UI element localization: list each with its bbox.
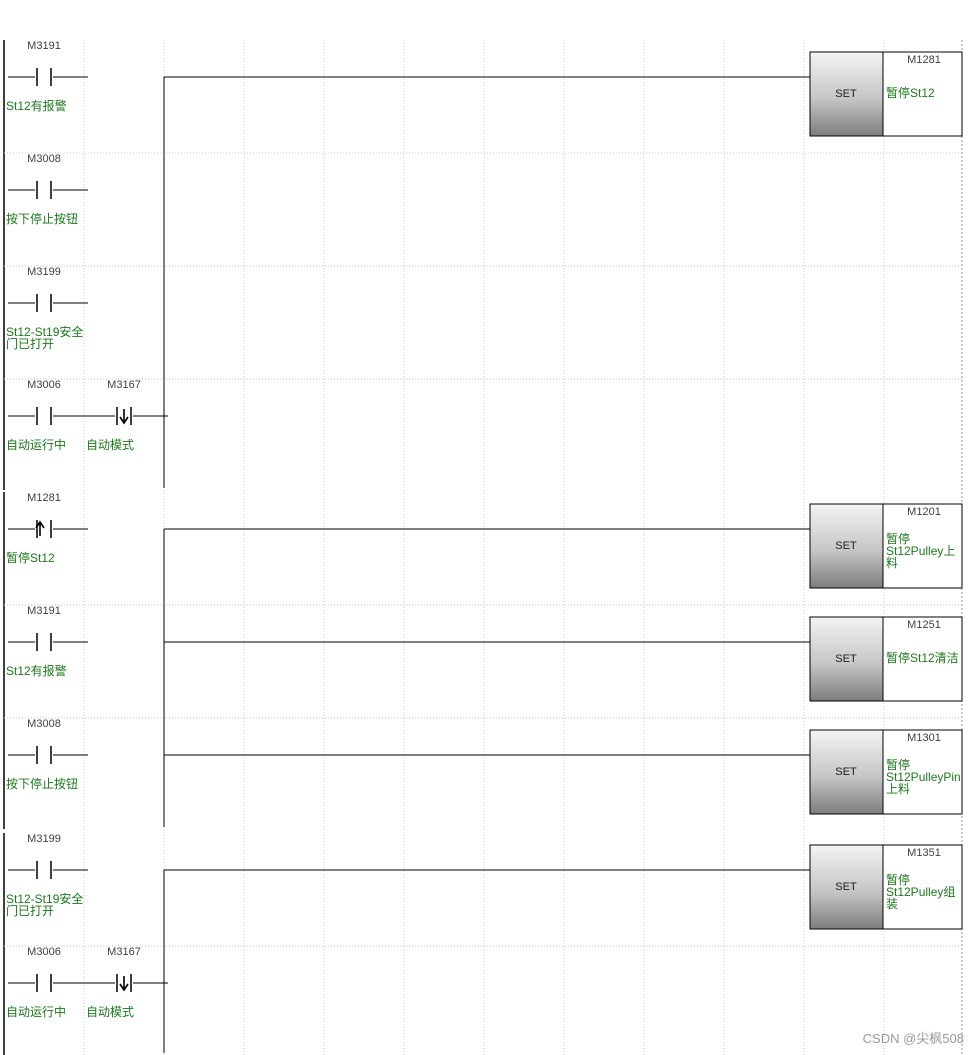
contact-device-label: M1281 [27,492,61,504]
contact-device-label: M3191 [27,605,61,617]
contact-comment: 按下停止按钮 [6,776,78,791]
coil-comment: 暂停 [886,757,910,772]
contact-comment: 门已打开 [6,903,54,918]
contact-device-label: M3167 [107,946,141,958]
contact-device-label: M3008 [27,718,61,730]
contact-comment: St12有报警 [6,98,67,113]
coil-device-label: M1301 [907,732,941,744]
contact-device-label: M3191 [27,40,61,52]
coil-operand-box[interactable] [882,616,963,702]
contact-comment: 自动模式 [86,1005,134,1019]
coil-device-label: M1281 [907,54,941,66]
contact-comment: St12-St19安全 [6,324,83,339]
contact-device-label: M3199 [27,266,61,278]
set-instruction-label: SET [835,766,857,778]
coil-device-label: M1251 [907,619,941,631]
coil-comment: 暂停 [886,531,910,546]
coil-device-label: M1351 [907,847,941,859]
set-instruction-label: SET [835,540,857,552]
coil-comment: 暂停St12清洁 [886,650,959,665]
contact-comment: 自动运行中 [6,1004,66,1019]
contact-comment: 自动模式 [86,438,134,452]
coil-comment: St12Pulley上 [886,544,955,558]
coil-comment: 料 [886,556,898,570]
coil-operand-box[interactable] [882,844,963,930]
coil-operand-box[interactable] [882,729,963,815]
coil-comment: 暂停 [886,872,910,887]
set-instruction-box[interactable] [809,729,884,815]
falling-edge-arrow-icon [119,976,129,992]
contact-device-label: M3167 [107,379,141,391]
watermark: CSDN @尖枫508 [862,1031,964,1046]
contact-comment: 按下停止按钮 [6,211,78,226]
set-instruction-box[interactable] [809,503,884,589]
coil-comment: St12Pulley组 [886,885,955,899]
set-instruction-box[interactable] [809,51,884,137]
contact-device-label: M3006 [27,379,61,391]
contact-comment: St12-St19安全 [6,891,83,906]
falling-edge-arrow-icon [119,409,129,425]
coil-device-label: M1201 [907,506,941,518]
set-instruction-box[interactable] [809,616,884,702]
coil-comment: 上料 [886,782,910,796]
rising-edge-arrow-icon [35,520,45,536]
set-instruction-label: SET [835,88,857,100]
contact-device-label: M3199 [27,833,61,845]
set-instruction-label: SET [835,881,857,893]
coil-operand-box[interactable] [882,51,963,137]
coil-operand-box[interactable] [882,503,963,589]
contact-comment: 自动运行中 [6,437,66,452]
contact-device-label: M3008 [27,153,61,165]
coil-comment: 装 [886,897,898,911]
contact-comment: St12有报警 [6,663,67,678]
set-instruction-box[interactable] [809,844,884,930]
contact-device-label: M3006 [27,946,61,958]
contact-comment: 门已打开 [6,336,54,351]
coil-comment: St12PulleyPin [886,770,961,784]
contact-comment: 暂停St12 [6,550,55,565]
set-instruction-label: SET [835,653,857,665]
coil-comment: 暂停St12 [886,85,935,100]
